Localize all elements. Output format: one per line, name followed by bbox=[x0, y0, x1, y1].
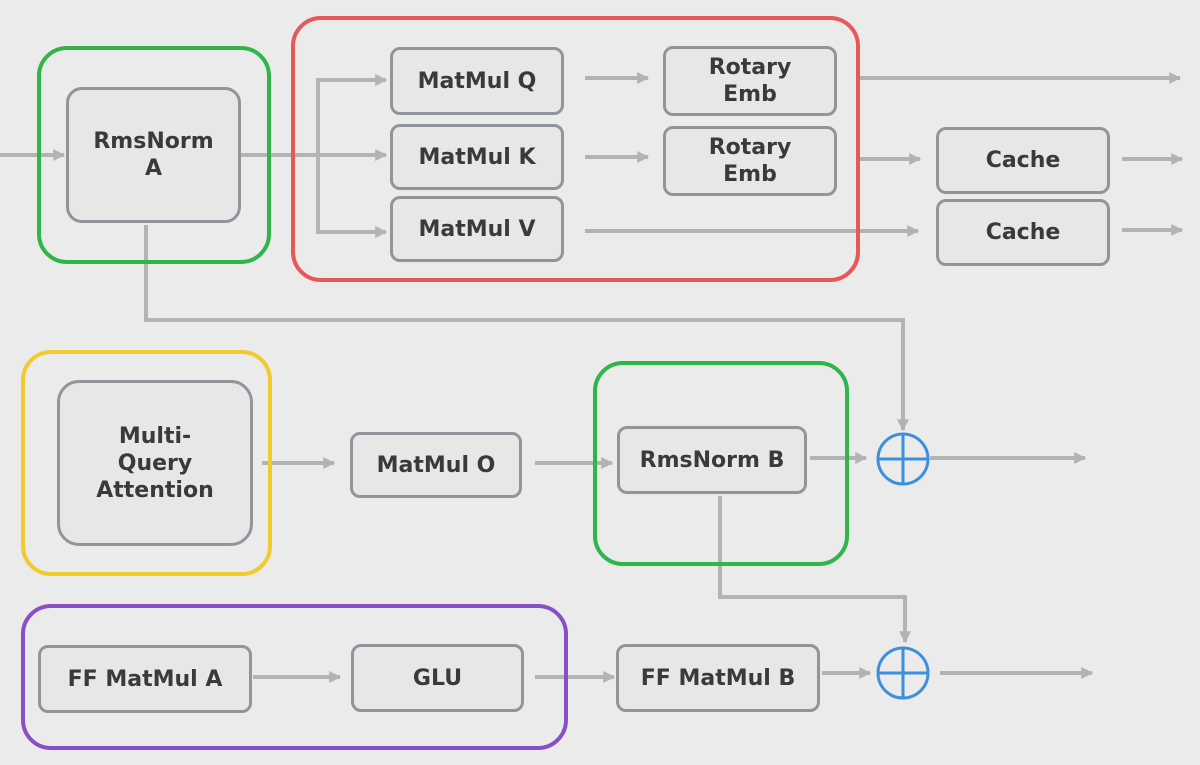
ff-matmul-a-node: FF MatMul A bbox=[38, 645, 252, 713]
rotary-emb-q-node: Rotary Emb bbox=[663, 46, 837, 116]
group-rmsnorm-a bbox=[37, 46, 271, 264]
group-rmsnorm-b bbox=[593, 361, 849, 566]
wire-residual-b-to-adder bbox=[718, 496, 911, 644]
adder-1-icon bbox=[876, 432, 930, 486]
rmsnorm-b-node: RmsNorm B bbox=[617, 426, 807, 494]
multi-query-attention-node: Multi- Query Attention bbox=[57, 380, 253, 546]
group-qkv-projection bbox=[291, 16, 860, 282]
rmsnorm-a-node: RmsNorm A bbox=[66, 87, 241, 223]
rotary-emb-k-node: Rotary Emb bbox=[663, 126, 837, 196]
group-feedforward bbox=[21, 604, 568, 750]
wire-residual-a-to-adder bbox=[144, 225, 909, 432]
matmul-k-node: MatMul K bbox=[390, 124, 564, 190]
glu-node: GLU bbox=[351, 644, 524, 712]
group-attention bbox=[21, 350, 272, 576]
matmul-v-node: MatMul V bbox=[390, 196, 564, 262]
adder-2-icon bbox=[876, 646, 930, 700]
ff-matmul-b-node: FF MatMul B bbox=[616, 644, 820, 712]
matmul-o-node: MatMul O bbox=[350, 432, 522, 498]
wire-fork-to-matmul-v bbox=[316, 155, 388, 238]
matmul-q-node: MatMul Q bbox=[390, 47, 564, 115]
cache-v-node: Cache bbox=[936, 199, 1110, 266]
cache-k-node: Cache bbox=[936, 127, 1110, 194]
